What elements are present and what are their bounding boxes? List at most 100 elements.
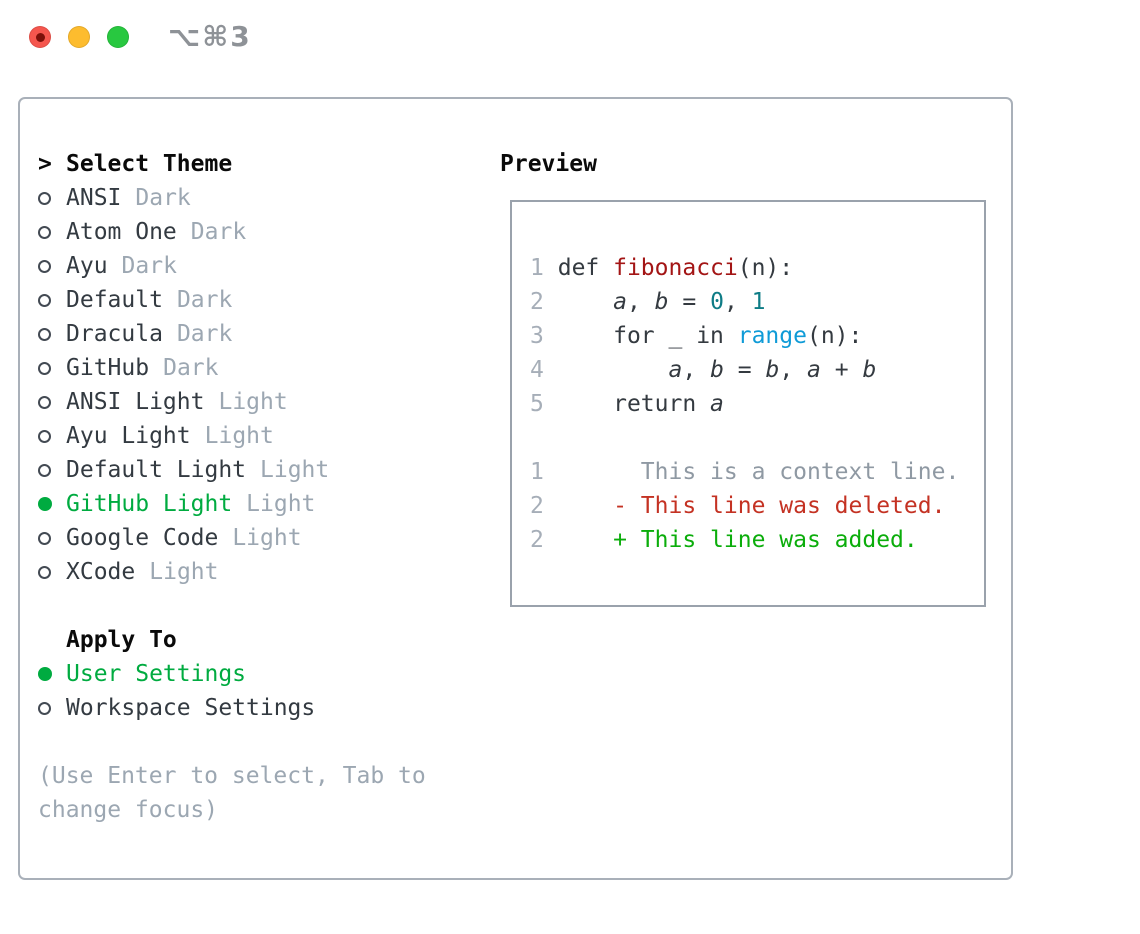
- code-segment-add: + This line was added.: [613, 527, 918, 553]
- radio-icon: [38, 565, 66, 579]
- spacer: [38, 589, 493, 623]
- theme-name: Atom One: [66, 219, 177, 245]
- preview-header-row: Preview: [500, 147, 1000, 181]
- code-segment-context: This is a context line.: [557, 459, 960, 485]
- code-segment-code: (n):: [806, 323, 863, 349]
- diff-line: 1 This is a context line.: [530, 455, 984, 489]
- radio-icon: [38, 327, 66, 341]
- theme-name: GitHub Light: [66, 491, 233, 517]
- theme-variant: Light: [246, 491, 316, 517]
- code-segment-func: fibonacci: [613, 255, 738, 281]
- radio-unselected-icon: [38, 191, 51, 205]
- code-segment-num: 1: [751, 289, 766, 315]
- code-segment-code: [558, 357, 669, 383]
- radio-unselected-icon: [38, 361, 51, 375]
- theme-name: Default Light: [66, 457, 247, 483]
- apply-to-title: Apply To: [66, 627, 177, 653]
- theme-option-default-light[interactable]: Default Light Light: [38, 453, 493, 487]
- theme-option-ayu[interactable]: Ayu Dark: [38, 249, 493, 283]
- radio-selected-icon: [38, 667, 52, 681]
- line-number: 4: [530, 357, 544, 383]
- code-segment-var: b: [710, 357, 724, 383]
- code-segment-code: (n):: [737, 255, 794, 281]
- theme-option-github[interactable]: GitHub Dark: [38, 351, 493, 385]
- theme-name: Ayu: [66, 253, 108, 279]
- line-number: 2: [530, 289, 544, 315]
- theme-variant: Dark: [176, 287, 233, 313]
- radio-unselected-icon: [38, 463, 51, 477]
- line-number: 3: [530, 323, 544, 349]
- theme-option-github-light[interactable]: GitHub Light Light: [38, 487, 493, 521]
- theme-variant: Dark: [190, 219, 247, 245]
- theme-name: Ayu Light: [66, 423, 191, 449]
- code-segment-code: [558, 493, 613, 519]
- radio-unselected-icon: [38, 429, 51, 443]
- maximize-button[interactable]: [107, 26, 129, 48]
- code-segment-code: [558, 527, 613, 553]
- diff-preview: 1 This is a context line.2 - This line w…: [530, 455, 984, 557]
- radio-icon: [38, 667, 66, 681]
- radio-unselected-icon: [38, 259, 51, 273]
- theme-name: GitHub: [66, 355, 150, 381]
- code-segment-var: a: [613, 289, 627, 315]
- code-segment-builtin: range: [737, 323, 807, 349]
- code-line: 5 return a: [530, 387, 984, 421]
- theme-option-atom-one[interactable]: Atom One Dark: [38, 215, 493, 249]
- radio-unselected-icon: [38, 327, 51, 341]
- theme-variant: Dark: [163, 355, 219, 381]
- radio-selected-icon: [38, 497, 52, 511]
- apply-option-workspace-settings[interactable]: Workspace Settings: [38, 691, 493, 725]
- code-segment-var: b: [654, 289, 669, 315]
- theme-variant: Light: [260, 457, 330, 483]
- select-theme-title: Select Theme: [66, 151, 233, 177]
- radio-icon: [38, 429, 66, 443]
- theme-variant: Dark: [121, 253, 177, 279]
- theme-name: Default: [66, 287, 163, 313]
- hint-text: (Use Enter to select, Tab to change focu…: [38, 763, 426, 823]
- theme-variant: Dark: [176, 321, 233, 347]
- radio-icon: [38, 531, 66, 545]
- theme-option-google-code[interactable]: Google Code Light: [38, 521, 493, 555]
- theme-name: ANSI: [66, 185, 122, 211]
- line-number: 1: [530, 255, 544, 281]
- theme-name: ANSI Light: [66, 389, 205, 415]
- close-button[interactable]: [29, 26, 51, 48]
- traffic-lights: [29, 26, 129, 48]
- select-theme-header: > Select Theme: [38, 147, 493, 181]
- line-number: 2: [530, 493, 544, 519]
- code-segment-code: =: [668, 289, 711, 315]
- code-segment-var: a: [710, 391, 724, 417]
- line-number: 1: [530, 459, 544, 485]
- diff-line: 2 - This line was deleted.: [530, 489, 984, 523]
- theme-option-ansi-light[interactable]: ANSI Light Light: [38, 385, 493, 419]
- radio-unselected-icon: [38, 701, 51, 715]
- radio-unselected-icon: [38, 225, 51, 239]
- code-segment-code: +: [820, 357, 863, 383]
- apply-option-user-settings[interactable]: User Settings: [38, 657, 493, 691]
- minimize-button[interactable]: [68, 26, 90, 48]
- theme-option-default[interactable]: Default Dark: [38, 283, 493, 317]
- window-title: ⌥⌘3: [168, 20, 252, 53]
- radio-icon: [38, 259, 66, 273]
- theme-variant: Light: [218, 389, 288, 415]
- code-segment-code: =: [723, 357, 766, 383]
- radio-unselected-icon: [38, 531, 51, 545]
- code-segment-num: 0: [710, 289, 724, 315]
- theme-variant: Light: [149, 559, 219, 585]
- radio-icon: [38, 293, 66, 307]
- theme-name: Google Code: [66, 525, 219, 551]
- radio-unselected-icon: [38, 395, 51, 409]
- code-segment-code: ,: [723, 289, 752, 315]
- theme-variant: Light: [232, 525, 302, 551]
- spacer: [530, 421, 984, 455]
- code-segment-del: - This line was deleted.: [613, 493, 946, 519]
